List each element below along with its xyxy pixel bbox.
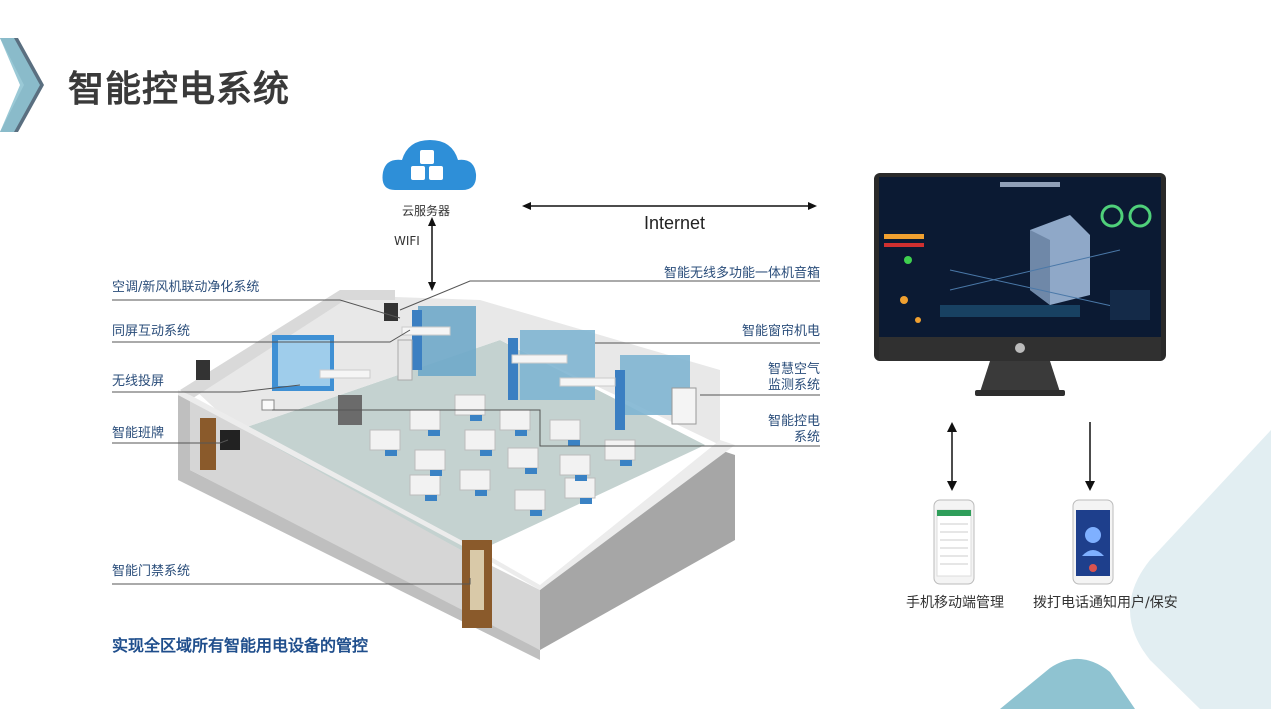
label-wireless-projection: 无线投屏	[112, 374, 165, 389]
corner-decor-light	[1130, 430, 1271, 709]
smart-badge-board	[220, 430, 240, 450]
left-wall	[180, 290, 395, 400]
corner-decor-teal	[1000, 658, 1135, 709]
right-wall	[540, 450, 735, 650]
summary-subtitle: 实现全区域所有智能用电设备的管控	[112, 636, 369, 655]
monitor-stand	[980, 361, 1060, 392]
front-left-wall	[178, 395, 540, 660]
right-leader-lines	[272, 280, 820, 447]
chairs	[385, 415, 632, 516]
caption-call-notify: 拨打电话通知用户/保安	[1033, 595, 1178, 611]
wifi-arrow	[428, 217, 436, 291]
label-smart-power-control: 智能控电 系统	[767, 414, 820, 445]
internet-label: Internet	[644, 213, 706, 233]
internet-arrow	[522, 202, 817, 210]
label-access-control: 智能门禁系统	[112, 564, 191, 579]
caption-mobile-management: 手机移动端管理	[906, 595, 1004, 611]
page-title: 智能控电系统	[68, 69, 291, 110]
call-button-icon	[1089, 564, 1097, 572]
header-chevron-accent	[0, 38, 40, 132]
label-smart-speaker: 智能无线多功能一体机音箱	[663, 266, 820, 281]
label-smart-curtain: 智能窗帘机电	[741, 324, 820, 339]
wifi-label: WIFI	[394, 234, 420, 248]
cloud-icon	[382, 140, 477, 190]
switch-panel	[261, 399, 275, 411]
air-monitor	[671, 387, 697, 425]
label-smart-class-board: 智能班牌	[112, 426, 165, 441]
label-hvac-purification: 空调/新风机联动净化系统	[112, 280, 260, 295]
phone-management	[933, 499, 975, 585]
back-door	[200, 418, 216, 470]
left-leader-lines	[112, 299, 471, 585]
class-board	[196, 360, 210, 380]
label-air-monitoring: 智慧空气 监测系统	[767, 362, 820, 393]
caller-avatar-icon	[1085, 527, 1101, 543]
phone-call	[1072, 499, 1114, 585]
label-screen-interaction: 同屏互动系统	[112, 324, 191, 339]
cloud-server-label: 云服务器	[402, 204, 451, 218]
window-2	[520, 330, 595, 400]
window-1	[418, 306, 476, 376]
apple-logo-icon	[1015, 343, 1025, 353]
